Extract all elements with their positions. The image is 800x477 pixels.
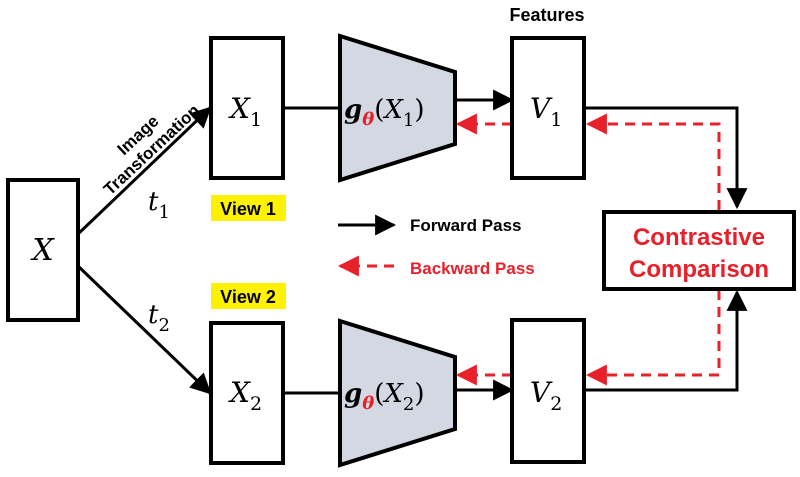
view2-image-symbol: X2	[228, 376, 262, 415]
legend: Forward Pass Backward Pass	[337, 214, 535, 278]
t1-label: t1	[148, 187, 170, 223]
t2-label: t2	[148, 300, 170, 336]
feature1-symbol: V1	[530, 92, 562, 131]
svg-text:View 1: View 1	[220, 199, 276, 219]
view1-label: View 1	[211, 195, 286, 221]
transform-arrow-2	[76, 264, 212, 395]
features-heading: Features	[509, 5, 584, 25]
encoder2-node: gθ(X2)	[338, 318, 457, 468]
feature2-node: V2	[510, 318, 586, 464]
backward-arrow-comparison-feature2	[585, 290, 721, 386]
image-transformation-label: Image Transformation	[100, 101, 203, 199]
view1-image-symbol: X1	[228, 92, 262, 131]
feature2-symbol: V2	[530, 376, 562, 415]
view2-label: View 2	[211, 283, 286, 309]
view2-image-node: X2	[209, 321, 285, 465]
encoder2-label: gθ(X2)	[344, 379, 424, 415]
forward-arrow-feature1-comparison	[584, 106, 748, 210]
comparison-label-line1: Contrastive	[633, 224, 765, 251]
input-symbol: X	[30, 233, 55, 268]
view1-image-node: X1	[209, 36, 285, 180]
svg-text:View 2: View 2	[220, 287, 276, 307]
legend-backward-label: Backward Pass	[410, 259, 535, 278]
feature1-node: V1	[510, 36, 586, 180]
comparison-label-line2: Comparison	[629, 256, 769, 283]
input-node: X	[6, 178, 80, 322]
forward-arrow-feature2-comparison	[584, 289, 748, 392]
encoder1-node: gθ(X1)	[338, 33, 457, 183]
encoder1-label: gθ(X1)	[344, 95, 424, 131]
contrastive-comparison-node: Contrastive Comparison	[602, 210, 796, 291]
legend-forward-label: Forward Pass	[410, 216, 522, 235]
transform-arrow-1	[76, 106, 212, 236]
backward-arrow-comparison-feature1	[585, 113, 721, 210]
